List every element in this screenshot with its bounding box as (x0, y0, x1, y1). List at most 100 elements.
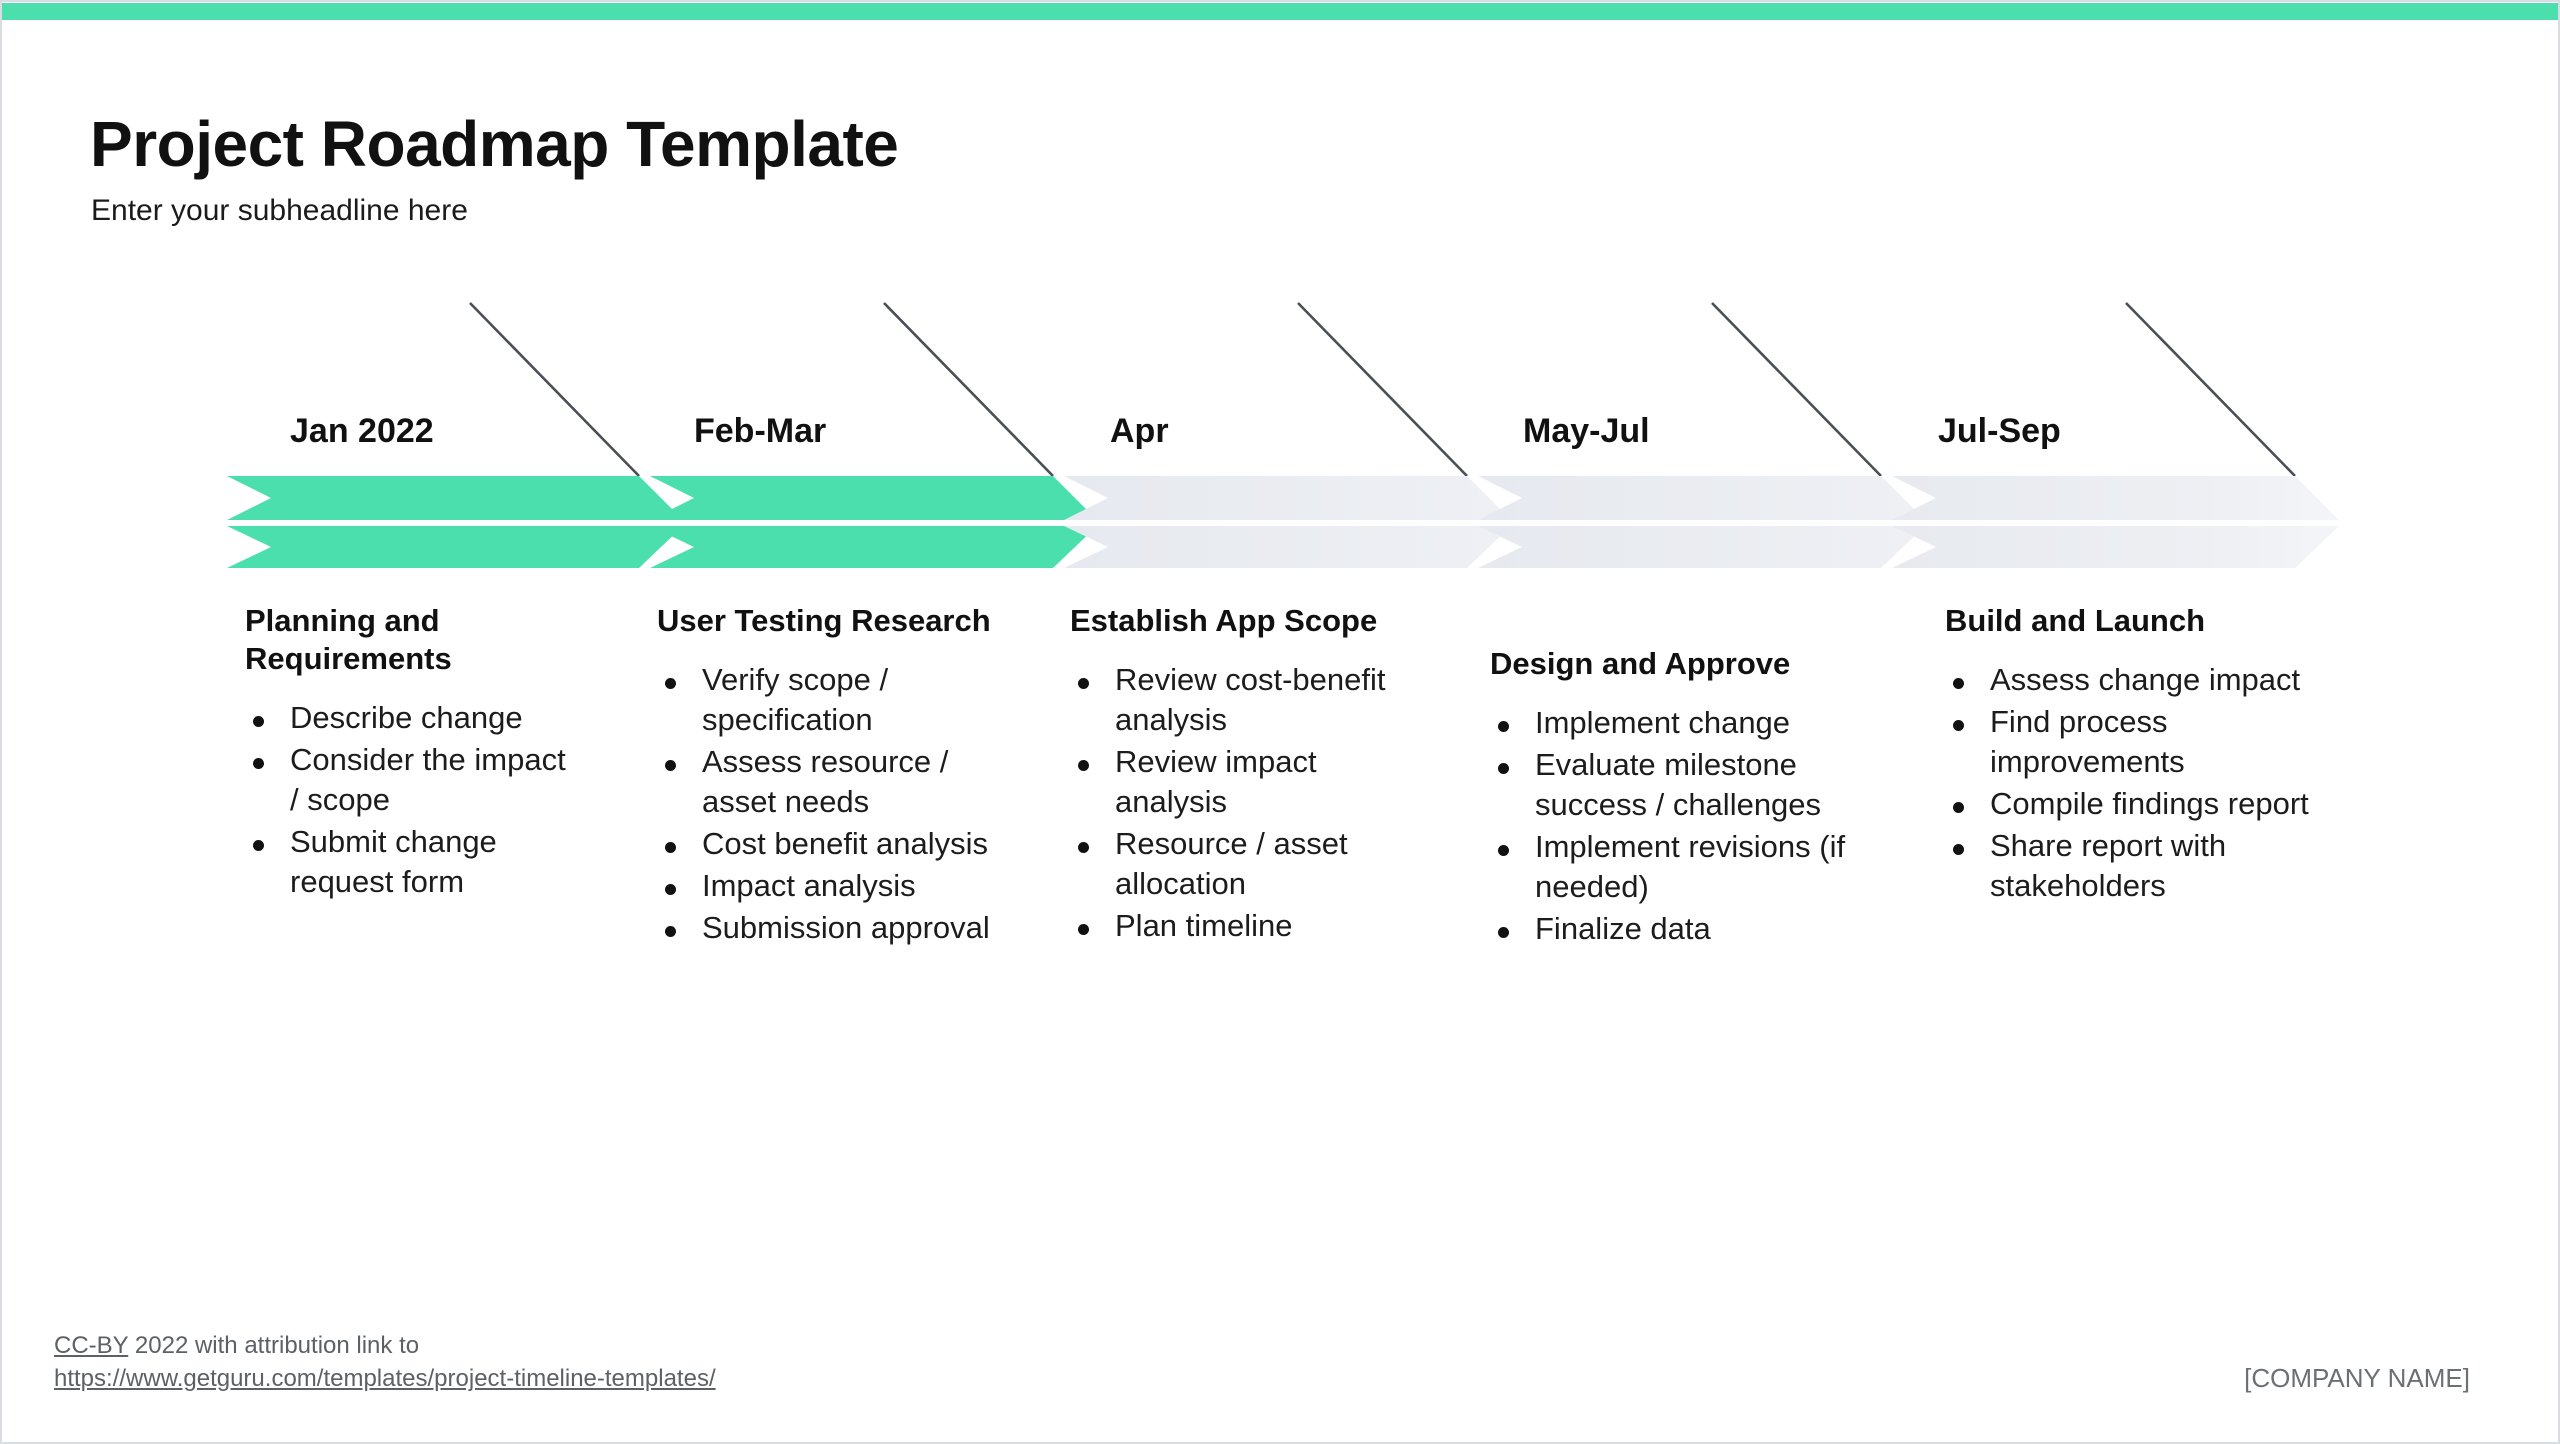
phase-column-list: Review cost-benefit analysis Review impa… (1070, 660, 1420, 946)
bullet-icon (1953, 677, 1964, 689)
page-subtitle: Enter your subheadline here (91, 194, 468, 227)
chevron-bottom-1 (227, 526, 683, 568)
bullet-icon (1953, 719, 1964, 731)
list-item: Describe change (245, 698, 575, 738)
bullet-icon (253, 715, 264, 727)
list-item: Consider the impact / scope (245, 740, 575, 820)
template-url-link[interactable]: https://www.getguru.com/templates/projec… (54, 1364, 716, 1392)
list-item-text: Assess change impact (1990, 661, 2301, 697)
chevron-bottom-2 (650, 526, 1097, 568)
phase-detail-columns: Planning and Requirements Describe chang… (2, 602, 2558, 1222)
list-item: Evaluate milestone success / challenges (1490, 745, 1890, 825)
list-item-text: Plan timeline (1115, 907, 1293, 943)
bullet-icon (1498, 720, 1509, 732)
list-item-text: Finalize data (1535, 910, 1711, 946)
list-item-text: Implement revisions (if needed) (1535, 828, 1846, 904)
list-item-text: Describe change (290, 699, 523, 735)
list-item: Find process improvements (1945, 702, 2315, 782)
list-item: Share report with stakeholders (1945, 826, 2315, 906)
list-item-text: Share report with stakeholders (1990, 827, 2227, 903)
chevron-top-1 (227, 476, 683, 520)
bullet-icon (665, 883, 676, 895)
bullet-icon (1953, 801, 1964, 813)
bullet-icon (665, 925, 676, 937)
chevron-bottom-3 (1064, 526, 1511, 568)
list-item-text: Review cost-benefit analysis (1115, 661, 1386, 737)
footer-attribution-line1: CC-BY 2022 with attribution link to (54, 1330, 716, 1363)
phase-column-title: Planning and Requirements (245, 603, 452, 676)
list-item: Implement revisions (if needed) (1490, 827, 1890, 907)
bullet-icon (1498, 844, 1509, 856)
list-item: Submit change request form (245, 822, 575, 902)
bullet-icon (1498, 762, 1509, 774)
bullet-icon (1078, 923, 1089, 935)
phase-column-1: Planning and Requirements Describe chang… (245, 602, 575, 904)
list-item-text: Compile findings report (1990, 785, 2309, 821)
timeline-graphic (2, 2, 2558, 602)
list-item-text: Review impact analysis (1115, 743, 1317, 819)
bullet-icon (1953, 843, 1964, 855)
bullet-icon (253, 839, 264, 851)
bullet-icon (253, 757, 264, 769)
list-item: Plan timeline (1070, 906, 1420, 946)
phase-column-3: Establish App Scope Review cost-benefit … (1070, 602, 1420, 948)
phase-column-list: Describe change Consider the impact / sc… (245, 698, 575, 902)
list-item: Compile findings report (1945, 784, 2315, 824)
phase-column-4: Design and Approve Implement change Eval… (1490, 645, 1890, 951)
list-item: Resource / asset allocation (1070, 824, 1420, 904)
list-item: Cost benefit analysis (657, 824, 1002, 864)
bullet-icon (1078, 759, 1089, 771)
top-accent-bar (2, 3, 2558, 20)
list-item-text: Find process improvements (1990, 703, 2185, 779)
footer-attribution-text: 2022 with attribution link to (128, 1332, 420, 1359)
company-name-placeholder: [COMPANY NAME] (2244, 1363, 2470, 1393)
cc-by-link[interactable]: CC-BY (54, 1332, 129, 1359)
phase-column-2: User Testing Research Verify scope / spe… (657, 602, 1002, 950)
chevron-top-5 (1892, 476, 2339, 520)
bullet-icon (1078, 841, 1089, 853)
chevron-top-2 (650, 476, 1097, 520)
phase-column-list: Assess change impact Find process improv… (1945, 660, 2315, 906)
list-item: Submission approval (657, 908, 1002, 948)
phase-column-title: Design and Approve (1490, 646, 1791, 681)
bullet-icon (665, 841, 676, 853)
page-title: Project Roadmap Template (90, 108, 899, 180)
list-item: Assess change impact (1945, 660, 2315, 700)
chevron-top-3 (1064, 476, 1511, 520)
phase-column-title: User Testing Research (657, 603, 991, 638)
phase-column-5: Build and Launch Assess change impact Fi… (1945, 602, 2315, 908)
list-item-text: Implement change (1535, 704, 1791, 740)
list-item: Finalize data (1490, 909, 1890, 949)
list-item: Assess resource / asset needs (657, 742, 1002, 822)
phase-column-list: Verify scope / specification Assess reso… (657, 660, 1002, 948)
phase-label-1: Jan 2022 (290, 412, 434, 450)
phase-column-list: Implement change Evaluate milestone succ… (1490, 703, 1890, 949)
list-item-text: Impact analysis (702, 867, 916, 903)
phase-label-2: Feb-Mar (694, 412, 827, 450)
phase-label-3: Apr (1110, 412, 1169, 450)
list-item-text: Evaluate milestone success / challenges (1535, 746, 1822, 822)
footer-attribution: CC-BY 2022 with attribution link to http… (54, 1330, 716, 1396)
list-item: Impact analysis (657, 866, 1002, 906)
bullet-icon (665, 677, 676, 689)
chevron-bottom-4 (1478, 526, 1925, 568)
list-item-text: Resource / asset allocation (1115, 825, 1348, 901)
bullet-icon (1078, 677, 1089, 689)
bullet-icon (665, 759, 676, 771)
bullet-icon (1498, 926, 1509, 938)
list-item: Verify scope / specification (657, 660, 1002, 740)
phase-column-title: Build and Launch (1945, 603, 2206, 638)
chevron-bottom-5 (1892, 526, 2339, 568)
list-item-text: Cost benefit analysis (702, 825, 989, 861)
list-item-text: Submit change request form (290, 823, 497, 899)
phase-label-5: Jul-Sep (1938, 412, 2061, 450)
phase-column-title: Establish App Scope (1070, 603, 1378, 638)
list-item: Review impact analysis (1070, 742, 1420, 822)
phase-label-4: May-Jul (1523, 412, 1650, 450)
list-item: Implement change (1490, 703, 1890, 743)
list-item: Review cost-benefit analysis (1070, 660, 1420, 740)
chevron-top-4 (1478, 476, 1925, 520)
list-item-text: Verify scope / specification (702, 661, 889, 737)
list-item-text: Submission approval (702, 909, 990, 945)
list-item-text: Consider the impact / scope (290, 741, 566, 817)
